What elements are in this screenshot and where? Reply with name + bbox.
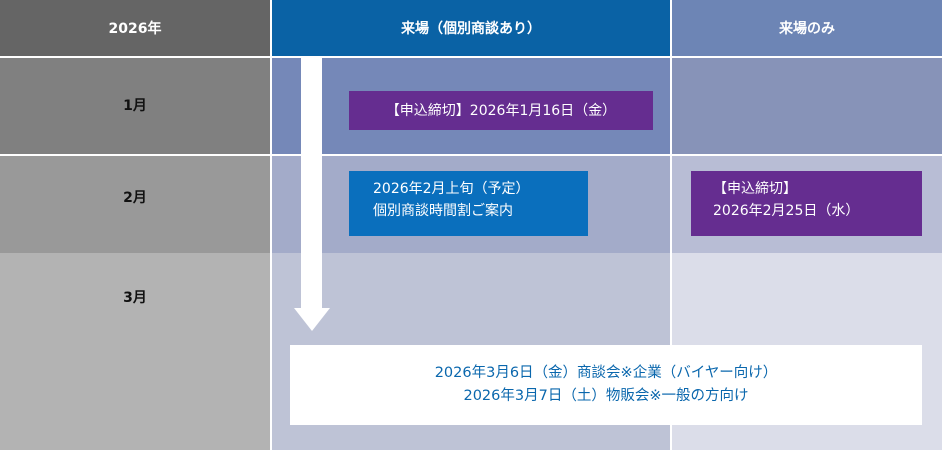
march-event-line2: 2026年3月7日（土）物販会※一般の方向け — [463, 388, 749, 404]
feb-deadline-badge: 【申込締切】 2026年2月25日（水） — [691, 171, 922, 236]
month-label-jan: 1月 — [123, 98, 147, 114]
month-label-feb: 2月 — [123, 190, 147, 206]
feb-schedule-badge: 2026年2月上旬（予定） 個別商談時間割ご案内 — [349, 171, 588, 236]
march-events-box: 2026年3月6日（金）商談会※企業（バイヤー向け） 2026年3月7日（土）物… — [290, 345, 922, 425]
header-visit-meeting: 来場（個別商談あり） — [272, 0, 670, 56]
header-visit-only-label: 来場のみ — [779, 21, 835, 37]
month-row-mar: 3月 — [0, 253, 270, 450]
jan-deadline-badge: 【申込締切】2026年1月16日（金） — [349, 91, 653, 130]
feb-deadline-line1: 【申込締切】 — [713, 181, 797, 197]
march-event-line1: 2026年3月6日（金）商談会※企業（バイヤー向け） — [434, 365, 778, 381]
down-arrow-icon — [294, 58, 330, 332]
header-year-label: 2026年 — [108, 21, 162, 37]
jan-deadline-text: 【申込締切】2026年1月16日（金） — [385, 102, 617, 119]
visit-only-jan-cell — [672, 58, 942, 154]
header-year: 2026年 — [0, 0, 270, 56]
month-label-mar: 3月 — [123, 290, 147, 306]
header-visit-meeting-label: 来場（個別商談あり） — [401, 21, 541, 37]
header-visit-only: 来場のみ — [672, 0, 942, 56]
feb-schedule-line1: 2026年2月上旬（予定） — [373, 181, 530, 197]
month-row-feb: 2月 — [0, 156, 270, 253]
month-row-jan: 1月 — [0, 58, 270, 154]
feb-schedule-line2: 個別商談時間割ご案内 — [373, 203, 513, 219]
feb-deadline-line2: 2026年2月25日（水） — [713, 203, 860, 219]
